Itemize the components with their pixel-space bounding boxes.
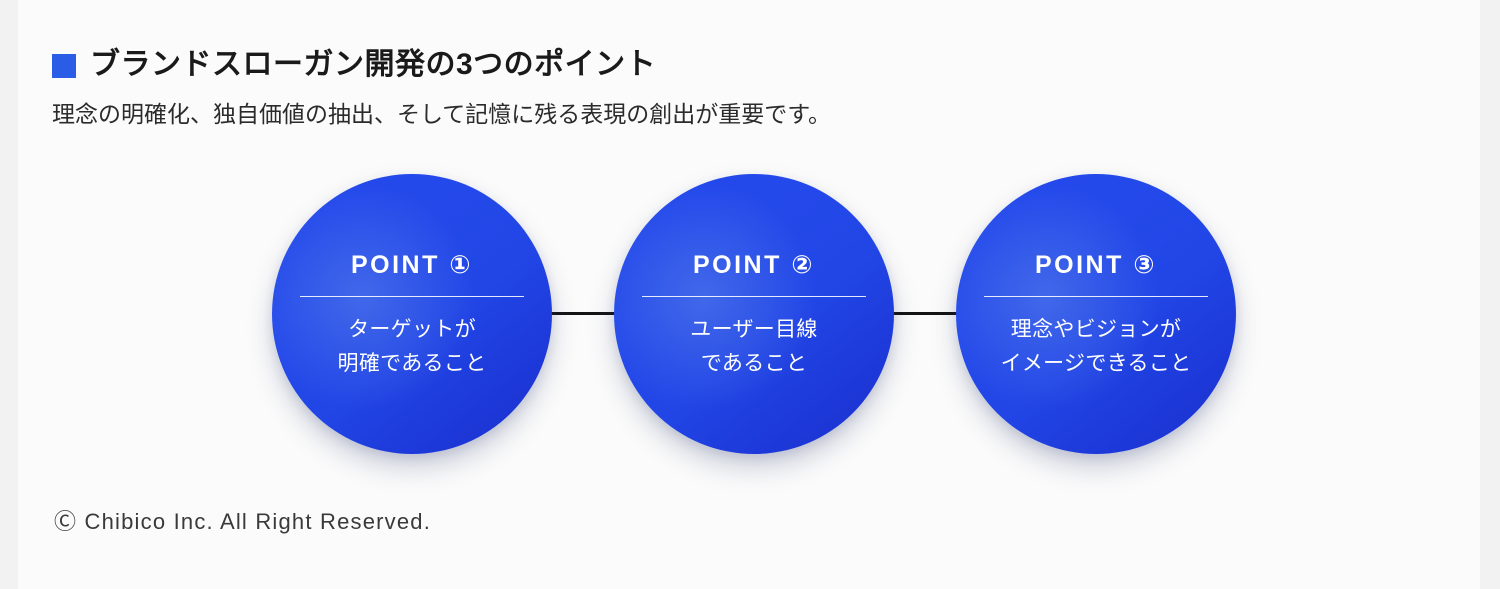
point-2-label: POINT ②: [692, 250, 815, 279]
point-circle-3[interactable]: POINT ③ 理念やビジョンが イメージできること: [956, 174, 1236, 454]
point-3-description: 理念やビジョンが イメージできること: [1000, 317, 1192, 375]
point-circle-1-content: POINT ① ターゲットが 明確であること: [300, 250, 524, 381]
point-circle-1[interactable]: POINT ① ターゲットが 明確であること: [272, 174, 552, 454]
point-3-divider: [984, 295, 1208, 297]
header-block: ブランドスローガン開発の3つのポイント 理念の明確化、独自価値の抽出、そして記憶…: [52, 44, 1352, 130]
point-2-description: ユーザー目線 であること: [690, 317, 818, 375]
page-title-row: ブランドスローガン開発の3つのポイント: [52, 44, 1352, 86]
point-circle-2-content: POINT ② ユーザー目線 であること: [642, 250, 866, 381]
page-subtitle: 理念の明確化、独自価値の抽出、そして記憶に残る表現の創出が重要です。: [52, 101, 832, 127]
point-circle-2[interactable]: POINT ② ユーザー目線 であること: [614, 174, 894, 454]
point-1-divider: [300, 295, 524, 297]
point-1-description: ターゲットが 明確であること: [337, 317, 487, 375]
page-title: ブランドスローガン開発の3つのポイント: [90, 48, 657, 81]
point-1-label: POINT ①: [350, 250, 473, 279]
copyright-text: Ⓒ Chibico Inc. All Right Reserved.: [54, 509, 432, 534]
square-marker-icon: [52, 54, 76, 78]
point-circle-3-content: POINT ③ 理念やビジョンが イメージできること: [984, 250, 1208, 381]
point-2-divider: [642, 295, 866, 297]
point-3-label: POINT ③: [1034, 250, 1157, 279]
